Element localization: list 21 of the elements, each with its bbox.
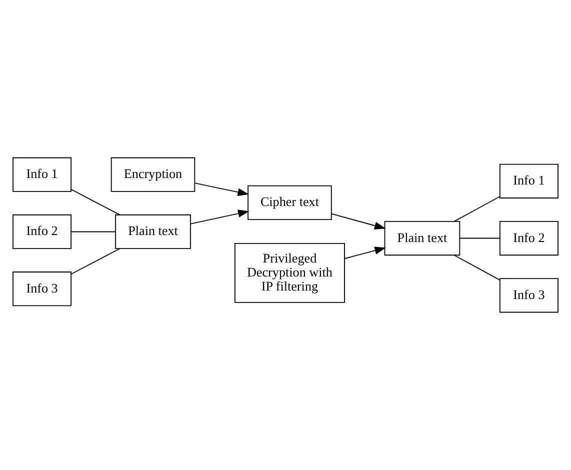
- node-box: Plain text: [115, 214, 191, 250]
- node-box: Info 3: [12, 272, 72, 306]
- arrow: [344, 246, 386, 260]
- node-box: Info 2: [12, 214, 72, 250]
- connector: [454, 196, 500, 222]
- node-box: Info 3: [499, 278, 558, 313]
- connector: [459, 238, 500, 239]
- node-box: Info 1: [12, 157, 72, 192]
- node-box: Plain text: [384, 220, 460, 256]
- arrow: [194, 182, 250, 196]
- node-box: Cipher text: [248, 185, 332, 220]
- arrow: [190, 210, 250, 224]
- arrow: [331, 213, 386, 230]
- node-box: Privileged Decryption with IP filtering: [234, 242, 345, 303]
- connector: [70, 188, 120, 216]
- connector: [70, 231, 116, 232]
- connector: [70, 248, 120, 275]
- node-box: Encryption: [110, 157, 196, 192]
- connector: [454, 254, 500, 280]
- node-box: Info 2: [499, 220, 558, 256]
- node-box: Info 1: [499, 164, 558, 198]
